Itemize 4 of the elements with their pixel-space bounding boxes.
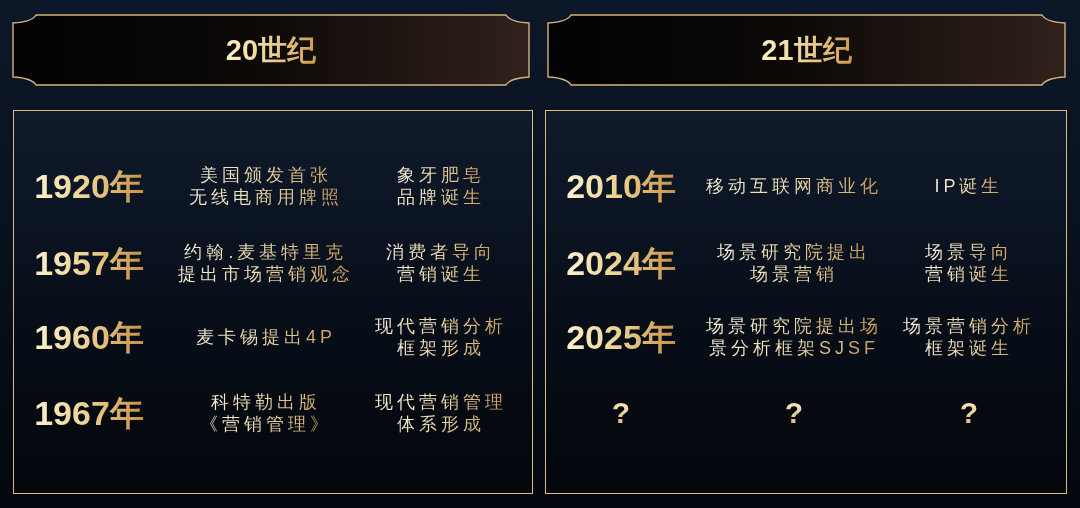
header-banner	[547, 14, 1066, 86]
timeline-panel	[13, 110, 533, 494]
timeline-panel	[545, 110, 1067, 494]
header-banner	[12, 14, 530, 86]
